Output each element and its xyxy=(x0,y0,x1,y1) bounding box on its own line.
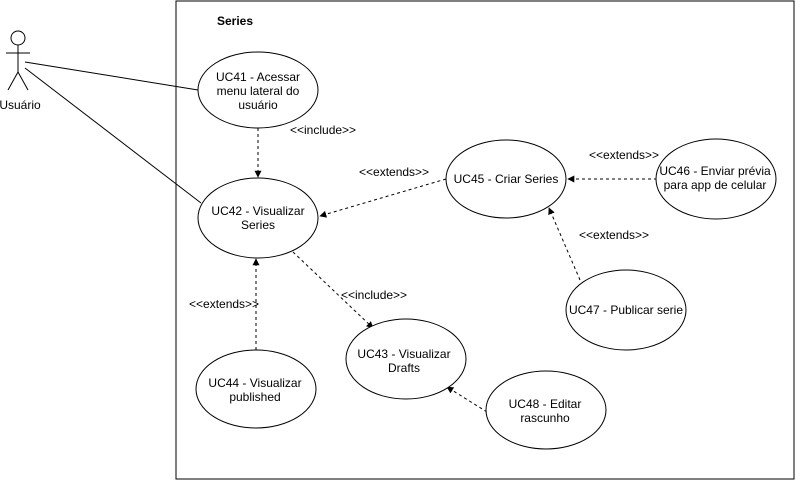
label-uc44-uc42: <<extends>> xyxy=(189,297,259,311)
uc44-label-line2: published xyxy=(229,390,280,404)
uc45-ellipse xyxy=(445,139,567,219)
uc46-ellipse xyxy=(655,138,777,220)
uc46-label-line1: UC46 - Enviar prévia xyxy=(659,164,771,178)
label-uc47-uc45: <<extends>> xyxy=(579,228,649,242)
use-case-uc41[interactable]: UC41 - Acessar menu lateral do usuário xyxy=(197,51,319,129)
uc41-ellipse xyxy=(197,51,319,129)
uc41-label-line1: UC41 - Acessar xyxy=(216,70,300,84)
uc42-label-line2: Series xyxy=(241,218,275,232)
uc42-ellipse xyxy=(197,177,319,259)
uc47-label: UC47 - Publicar serie xyxy=(569,303,683,317)
uc43-label-line2: Drafts xyxy=(388,361,420,375)
extends-uc45-uc42 xyxy=(319,178,447,218)
label-uc46-uc45: <<extends>> xyxy=(589,148,659,162)
actor-label: Usuário xyxy=(0,98,41,112)
extends-uc48-uc43 xyxy=(446,386,488,413)
label-uc42-uc43: <<include>> xyxy=(341,288,407,302)
actor-head xyxy=(10,30,26,46)
uc45-label: UC45 - Criar Series xyxy=(454,172,559,186)
uc43-ellipse xyxy=(345,318,467,400)
use-case-uc45[interactable]: UC45 - Criar Series xyxy=(445,139,567,219)
uc44-ellipse xyxy=(195,349,317,429)
use-case-uc43[interactable]: UC43 - Visualizar Drafts xyxy=(345,318,467,400)
use-case-uc46[interactable]: UC46 - Enviar prévia para app de celular xyxy=(655,138,777,220)
uc48-label-line1: UC48 - Editar xyxy=(509,397,582,411)
uc42-label-line1: UC42 - Visualizar xyxy=(211,204,304,218)
uc48-ellipse xyxy=(485,370,607,450)
use-case-uc48[interactable]: UC48 - Editar rascunho xyxy=(485,370,607,450)
system-title: Series xyxy=(217,14,253,28)
system-boundary xyxy=(175,0,795,480)
label-uc41-uc42: <<include>> xyxy=(290,123,356,137)
uc43-label-line1: UC43 - Visualizar xyxy=(357,347,450,361)
include-uc42-uc43 xyxy=(292,251,374,329)
actor-right-leg xyxy=(17,71,29,91)
uc41-label-line3: usuário xyxy=(238,98,278,112)
association-actor-uc41 xyxy=(24,61,199,91)
uc48-label-line2: rascunho xyxy=(520,411,570,425)
uc44-label-line1: UC44 - Visualizar xyxy=(208,376,301,390)
association-actor-uc42 xyxy=(24,67,202,204)
extends-uc47-uc45 xyxy=(548,207,581,281)
actor-left-leg xyxy=(7,71,19,91)
use-case-uc42[interactable]: UC42 - Visualizar Series xyxy=(197,177,319,259)
uc46-label-line2: para app de celular xyxy=(664,178,767,192)
use-case-uc44[interactable]: UC44 - Visualizar published xyxy=(195,349,317,429)
use-case-uc47[interactable]: UC47 - Publicar serie xyxy=(565,269,687,351)
uc41-label-line2: menu lateral do xyxy=(217,84,300,98)
uc47-ellipse xyxy=(565,269,687,351)
label-uc45-uc42: <<extends>> xyxy=(359,165,429,179)
actor-usuario[interactable]: Usuário xyxy=(0,30,41,112)
